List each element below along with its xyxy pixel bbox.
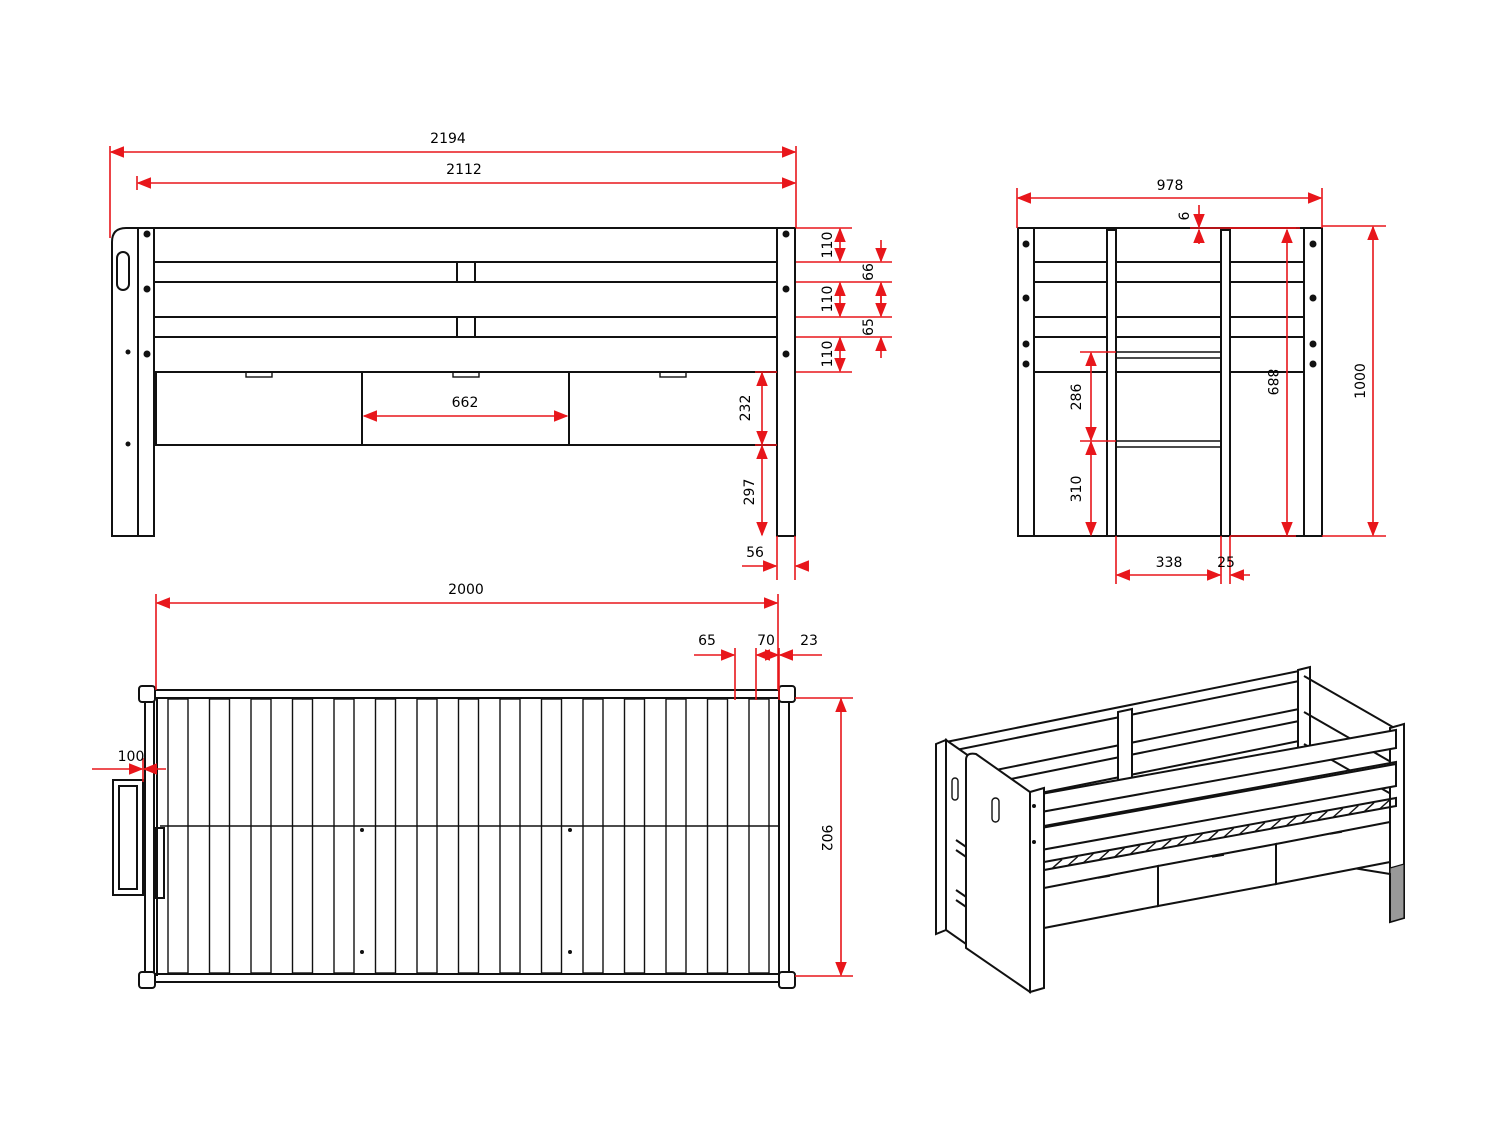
dim-rail-3: 110 — [820, 341, 836, 368]
iso-slat — [1238, 824, 1250, 836]
isometric-bed-illustration — [935, 665, 1405, 994]
slat — [582, 698, 604, 974]
iso-slat — [1051, 859, 1063, 870]
front-elevation-drawing: 2194 2112 110 66 110 65 110 662 232 297 … — [109, 131, 892, 580]
slat — [499, 698, 521, 974]
dim-inner-width: 902 — [818, 825, 834, 852]
iso-slat — [1301, 813, 1313, 824]
dim-gap-1: 66 — [861, 263, 877, 281]
slat — [167, 698, 189, 974]
slat — [748, 698, 770, 974]
dim-ladder-width: 338 — [1156, 555, 1183, 571]
dim-ladder-upper: 286 — [1069, 384, 1085, 411]
slat — [706, 698, 729, 974]
dim-drawer-height: 232 — [738, 395, 754, 422]
slat — [250, 698, 272, 974]
iso-slat — [1269, 819, 1281, 830]
iso-slat — [1379, 799, 1391, 810]
iso-slat — [1363, 802, 1375, 813]
dim-slat-width: 70 — [757, 633, 775, 649]
iso-slat — [1082, 853, 1094, 864]
slat — [291, 698, 314, 974]
slat — [374, 698, 397, 974]
iso-slat — [1285, 816, 1297, 827]
iso-slat — [1254, 822, 1266, 833]
dim-ladder-rail: 25 — [1217, 555, 1235, 571]
dim-drawer-width: 662 — [452, 395, 479, 411]
side-elevation-drawing: 978 6 889 1000 286 310 338 25 — [1016, 178, 1386, 584]
iso-slat — [1223, 827, 1235, 838]
dim-overall-width: 978 — [1157, 178, 1184, 194]
iso-slat — [1316, 810, 1328, 821]
iso-slat — [1113, 847, 1125, 858]
dim-leg-clearance: 297 — [742, 479, 758, 506]
slat — [416, 698, 438, 974]
dim-rail-1: 110 — [820, 232, 836, 259]
iso-slat — [1176, 836, 1188, 847]
dim-ladder-lower: 310 — [1069, 476, 1085, 503]
dim-rail-2: 110 — [820, 286, 836, 313]
dim-slat-spacing: 65 — [698, 633, 716, 649]
dim-inner-height: 889 — [1264, 369, 1280, 396]
dim-overall-height: 1000 — [1353, 363, 1369, 399]
slat — [623, 698, 646, 974]
dim-end-gap: 23 — [800, 633, 818, 649]
dim-slat-length: 2000 — [448, 582, 484, 598]
iso-slat — [1332, 807, 1344, 819]
slat — [208, 698, 231, 974]
iso-slat — [1145, 842, 1157, 853]
dim-top-gap: 6 — [1177, 211, 1193, 220]
iso-slat — [1098, 850, 1110, 861]
slat — [540, 698, 563, 974]
slat — [333, 698, 355, 974]
iso-slat — [1067, 856, 1079, 867]
dim-inner-length: 2112 — [446, 162, 482, 178]
slat — [457, 698, 480, 974]
iso-slat — [1129, 844, 1141, 855]
iso-slat — [1207, 830, 1219, 841]
dim-ladder-offset: 100 — [118, 749, 145, 765]
iso-slat — [1191, 833, 1203, 844]
top-plan-drawing: 2000 65 70 23 100 902 — [92, 582, 853, 989]
dim-post-width: 56 — [746, 545, 764, 561]
dim-gap-2: 65 — [861, 318, 877, 336]
iso-slat — [1160, 839, 1172, 850]
slat — [665, 698, 687, 974]
dim-overall-length: 2194 — [430, 131, 466, 147]
iso-slat — [1347, 805, 1359, 816]
